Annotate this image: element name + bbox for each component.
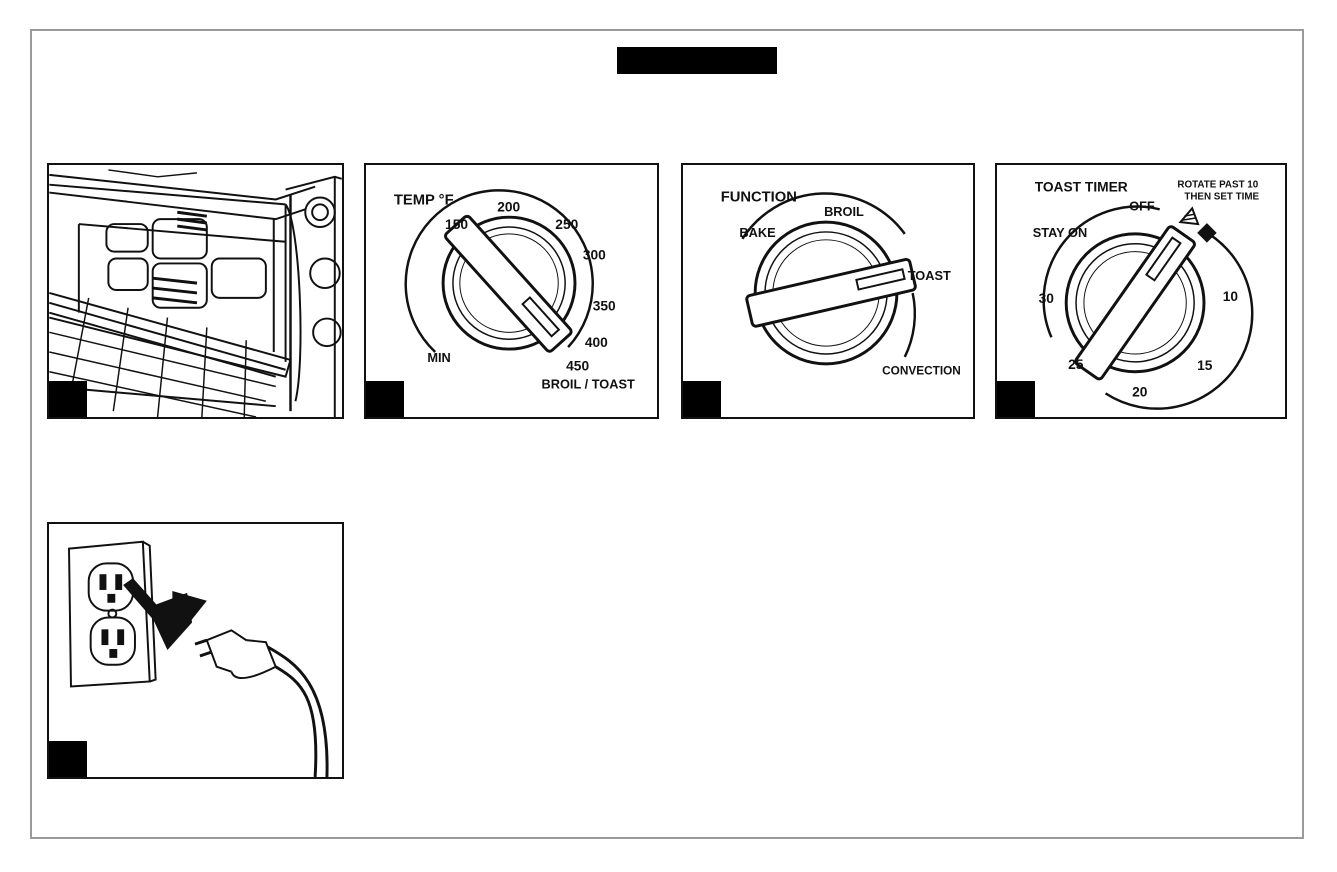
timer-tick-25: 25 [1068,357,1084,372]
temp-tick-400: 400 [585,335,608,350]
temp-tick-350: 350 [593,299,616,314]
timer-note-line2: THEN SET TIME [1184,191,1259,202]
timer-note-line1: ROTATE PAST 10 [1177,180,1258,191]
timer-marker [1197,223,1216,242]
oven-interior-icon [49,165,342,417]
function-dial-panel: FUNCTION BAKE BROIL TOAST CONVECTION [681,163,975,419]
function-toast: TOAST [908,268,951,283]
temp-tick-300: 300 [583,248,606,263]
unplug-panel [47,522,344,779]
function-bake: BAKE [739,225,776,240]
function-dial-icon: FUNCTION BAKE BROIL TOAST CONVECTION [683,165,973,417]
unplug-outlet-icon [49,524,342,777]
oven-interior-panel [47,163,344,419]
timer-tick-20: 20 [1132,384,1148,399]
step-marker [366,381,404,417]
temp-tick-450: 450 [566,359,589,374]
timer-dial-icon: TOAST TIMER ROTATE PAST 10 THEN SET TIME… [997,165,1285,417]
timer-tick-30: 30 [1039,291,1055,306]
section-header-bar [617,47,777,74]
step-marker [997,381,1035,417]
temp-dial-panel: TEMP °F MIN 150 200 250 300 350 400 450 … [364,163,659,419]
step-marker [683,381,721,417]
temp-tick-250: 250 [555,217,578,232]
function-broil: BROIL [824,204,864,219]
temp-dial-icon: TEMP °F MIN 150 200 250 300 350 400 450 … [366,165,657,417]
timer-tick-15: 15 [1197,358,1213,373]
timer-dial-panel: TOAST TIMER ROTATE PAST 10 THEN SET TIME… [995,163,1287,419]
function-convection: CONVECTION [882,364,961,378]
temp-title: TEMP °F [394,192,454,208]
step-marker [49,381,87,417]
temp-broil-label: BROIL / TOAST [542,376,635,391]
temp-min-label: MIN [427,350,450,365]
temp-tick-150: 150 [445,217,468,232]
timer-title: TOAST TIMER [1035,180,1128,195]
temp-tick-200: 200 [497,199,520,214]
timer-stay-on: STAY ON [1033,225,1087,240]
timer-off: OFF [1129,198,1155,213]
timer-tick-10: 10 [1223,289,1239,304]
function-title: FUNCTION [721,189,797,205]
step-marker [49,741,87,777]
